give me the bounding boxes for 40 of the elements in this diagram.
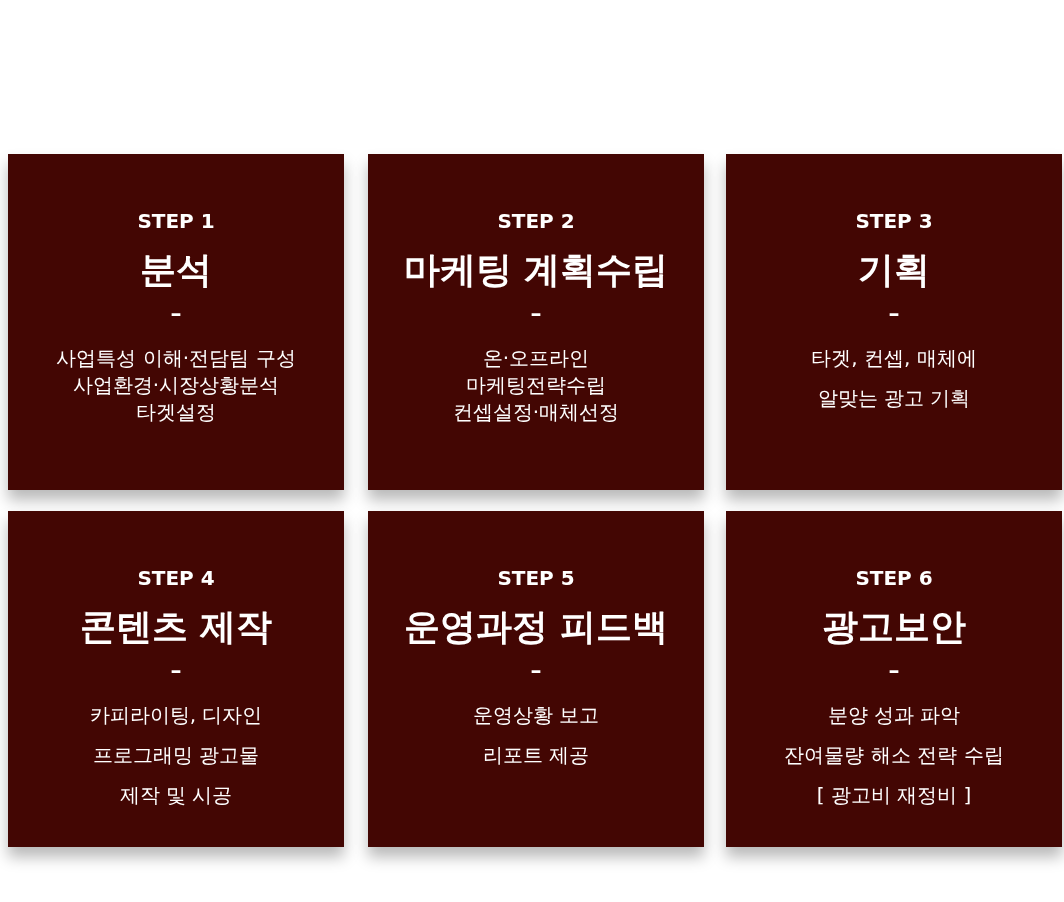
dash-mark: – [888,302,900,326]
step-label: STEP 2 [497,209,575,233]
step-card [368,154,704,490]
step-title: 기획 [858,248,930,292]
description-text: 사업특성 이해·전담팀 구성 [56,346,296,370]
step-label: STEP 3 [855,209,933,233]
step-title: 광고보안 [822,605,966,649]
step-label: STEP 5 [497,566,575,590]
step-title: 콘텐츠 제작 [79,605,273,649]
description-text: 사업환경·시장상황분석 [72,373,280,397]
description-text: 컨셉설정·매체선정 [452,400,620,424]
step-card [726,511,1062,847]
description-text: 잔여물량 해소 전략 수립 [784,743,1004,767]
description-text: [ 광고비 재정비 ] [816,783,972,807]
step-card [8,511,344,847]
description-text: 마케팅전략수립 [466,373,606,397]
step-title: 분석 [140,248,212,292]
description-text: 프로그래밍 광고물 [92,743,260,767]
dash-mark: – [170,302,182,326]
step-title: 마케팅 계획수립 [403,248,669,292]
description-text: 타겟, 컨셉, 매체에 [811,346,977,370]
dash-mark: – [170,659,182,683]
description-text: 운영상황 보고 [472,703,600,727]
description-text: 리포트 제공 [482,743,590,767]
step-title: 운영과정 피드백 [403,605,669,649]
dash-mark: – [530,659,542,683]
dash-mark: – [530,302,542,326]
step-label: STEP 4 [137,566,215,590]
step-label: STEP 1 [137,209,215,233]
step-card [8,154,344,490]
dash-mark: – [888,659,900,683]
description-text: 제작 및 시공 [119,783,233,807]
step-card [368,511,704,847]
description-text: 타겟설정 [136,400,216,424]
step-card [726,154,1062,490]
description-text: 온·오프라인 [482,346,590,370]
description-text: 카피라이팅, 디자인 [89,703,263,727]
step-label: STEP 6 [855,566,933,590]
description-text: 알맞는 광고 기획 [817,386,971,410]
description-text: 분양 성과 파악 [827,703,961,727]
